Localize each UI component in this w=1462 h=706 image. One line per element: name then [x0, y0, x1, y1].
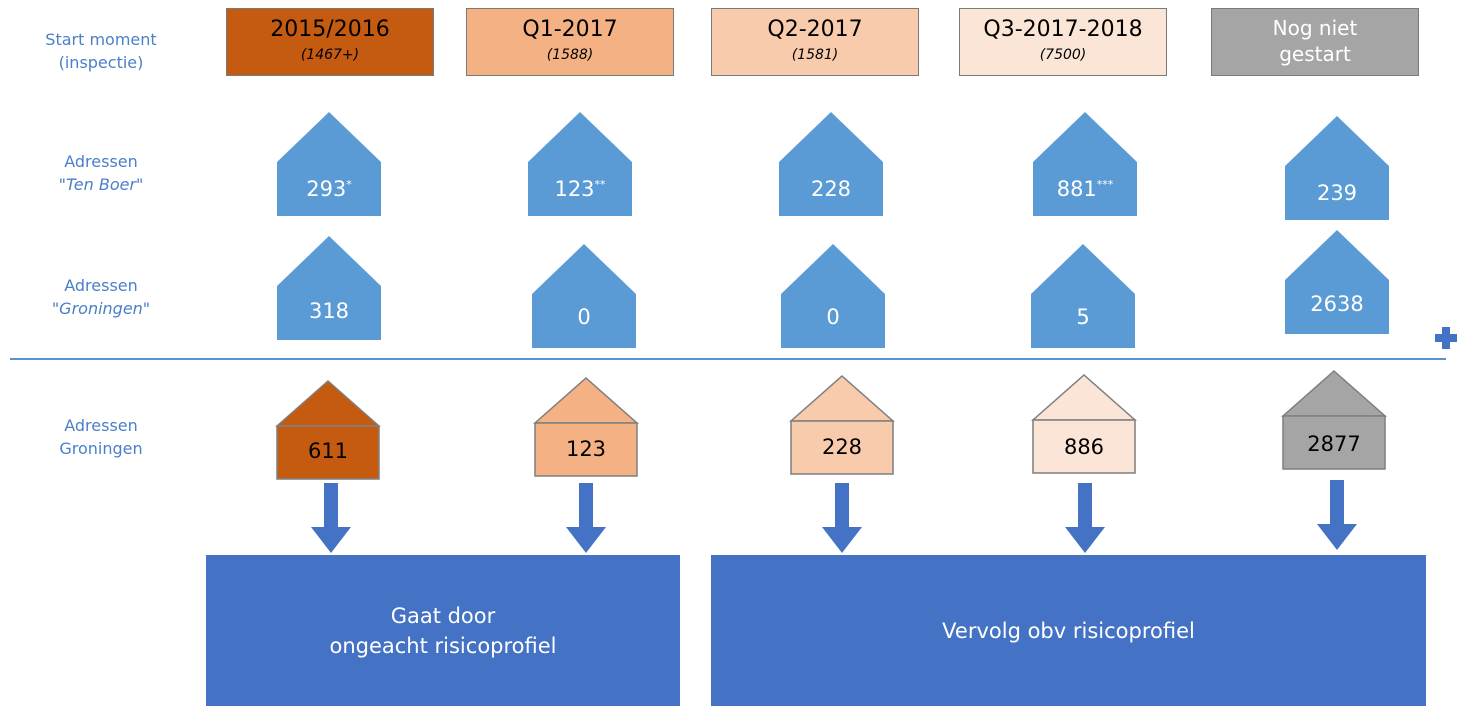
period-title: 2015/2016 — [270, 17, 390, 42]
row-label-groningen-quoted: Adressen "Groningen" — [16, 274, 186, 320]
period-title-line2: gestart — [1279, 42, 1351, 66]
house-groningen-quoted-5: 2638 — [1285, 230, 1389, 334]
footnote-mark: *** — [1096, 178, 1114, 191]
house-icon — [1031, 244, 1135, 348]
house-groningen-total-3: 228 — [789, 374, 895, 475]
house-icon — [528, 112, 632, 216]
house-value: 2877 — [1307, 432, 1361, 456]
house-ten-boer-5: 239 — [1285, 116, 1389, 220]
outcome-line2: ongeacht risicoprofiel — [329, 633, 557, 658]
row-label-line1: Start moment — [45, 30, 157, 49]
row-label-line2: "Groningen" — [51, 299, 151, 318]
row-label-groningen: Adressen Groningen — [16, 414, 186, 460]
down-arrow-icon — [822, 483, 862, 553]
house-groningen-total-4: 886 — [1031, 373, 1137, 474]
house-groningen-quoted-2: 0 — [532, 244, 636, 348]
outcome-line1: Gaat door — [390, 603, 496, 628]
period-count: (1581) — [791, 47, 839, 63]
house-value: 239 — [1316, 181, 1358, 205]
row-label-line2: Groningen — [59, 439, 143, 458]
house-icon — [1033, 112, 1137, 216]
house-groningen-total-5: 2877 — [1281, 369, 1387, 470]
house-value: 318 — [308, 299, 350, 323]
house-value: 881 — [1056, 177, 1097, 201]
outcome-text: Vervolg obv risicoprofiel — [942, 618, 1195, 643]
house-value: 886 — [1063, 435, 1105, 459]
house-ten-boer-3: 228 — [779, 112, 883, 216]
house-value: 0 — [577, 305, 591, 329]
period-count: (1467+) — [300, 47, 360, 63]
period-count: (1588) — [546, 47, 594, 63]
house-icon — [277, 236, 381, 340]
house-value: 0 — [826, 305, 840, 329]
house-icon — [789, 374, 895, 475]
house-value: 228 — [821, 435, 863, 459]
house-icon — [1031, 373, 1137, 474]
period-title: Q1-2017 — [522, 17, 618, 42]
row-label-line1: Adressen — [64, 152, 138, 171]
house-icon — [277, 112, 381, 216]
house-icon — [781, 244, 885, 348]
house-icon — [532, 244, 636, 348]
outcome-box-by-risk-profile: Vervolg obv risicoprofiel — [711, 555, 1426, 706]
house-groningen-quoted-1: 318 — [277, 236, 381, 340]
period-box-q3-2017-2018: Q3-2017-2018 (7500) — [959, 8, 1167, 76]
row-label-line1: Adressen — [64, 276, 138, 295]
house-groningen-total-2: 123 — [533, 376, 639, 477]
house-icon — [275, 379, 381, 480]
house-ten-boer-1: 293* — [277, 112, 381, 216]
footnote-mark: * — [346, 178, 352, 191]
house-value: 5 — [1076, 305, 1090, 329]
period-box-2015-2016: 2015/2016 (1467+) — [226, 8, 434, 76]
down-arrow-icon — [1317, 480, 1357, 550]
row-label-line2: (inspectie) — [58, 53, 144, 72]
row-label-ten-boer: Adressen "Ten Boer" — [16, 150, 186, 196]
house-groningen-quoted-3: 0 — [781, 244, 885, 348]
footnote-mark: ** — [594, 178, 606, 191]
house-value: 611 — [307, 439, 349, 463]
outcome-box-regardless-of-risk: Gaat door ongeacht risicoprofiel — [206, 555, 680, 706]
period-box-q1-2017: Q1-2017 (1588) — [466, 8, 674, 76]
period-title-line1: Nog niet — [1272, 16, 1358, 40]
house-icon — [779, 112, 883, 216]
row-label-line2: "Ten Boer" — [58, 175, 144, 194]
period-box-q2-2017: Q2-2017 (1581) — [711, 8, 919, 76]
row-label-line1: Adressen — [64, 416, 138, 435]
down-arrow-icon — [311, 483, 351, 553]
house-icon — [1281, 369, 1387, 470]
house-value: 228 — [810, 177, 852, 201]
house-groningen-total-1: 611 — [275, 379, 381, 480]
period-title: Q3-2017-2018 — [983, 17, 1143, 42]
house-value: 2638 — [1310, 292, 1364, 316]
period-title: Q2-2017 — [767, 17, 863, 42]
sum-divider-line — [10, 358, 1446, 360]
down-arrow-icon — [1065, 483, 1105, 553]
house-groningen-quoted-4: 5 — [1031, 244, 1135, 348]
house-icon — [1285, 116, 1389, 220]
house-value: 123 — [565, 437, 607, 461]
house-value: 293 — [306, 177, 347, 201]
period-count: (7500) — [1039, 47, 1087, 63]
house-ten-boer-4: 881*** — [1033, 112, 1137, 216]
row-label-start-moment: Start moment (inspectie) — [16, 28, 186, 74]
house-icon — [1285, 230, 1389, 334]
house-icon — [533, 376, 639, 477]
period-box-not-started: Nog niet gestart — [1211, 8, 1419, 76]
down-arrow-icon — [566, 483, 606, 553]
house-value: 123 — [554, 177, 595, 201]
house-ten-boer-2: 123** — [528, 112, 632, 216]
plus-icon — [1435, 327, 1457, 349]
